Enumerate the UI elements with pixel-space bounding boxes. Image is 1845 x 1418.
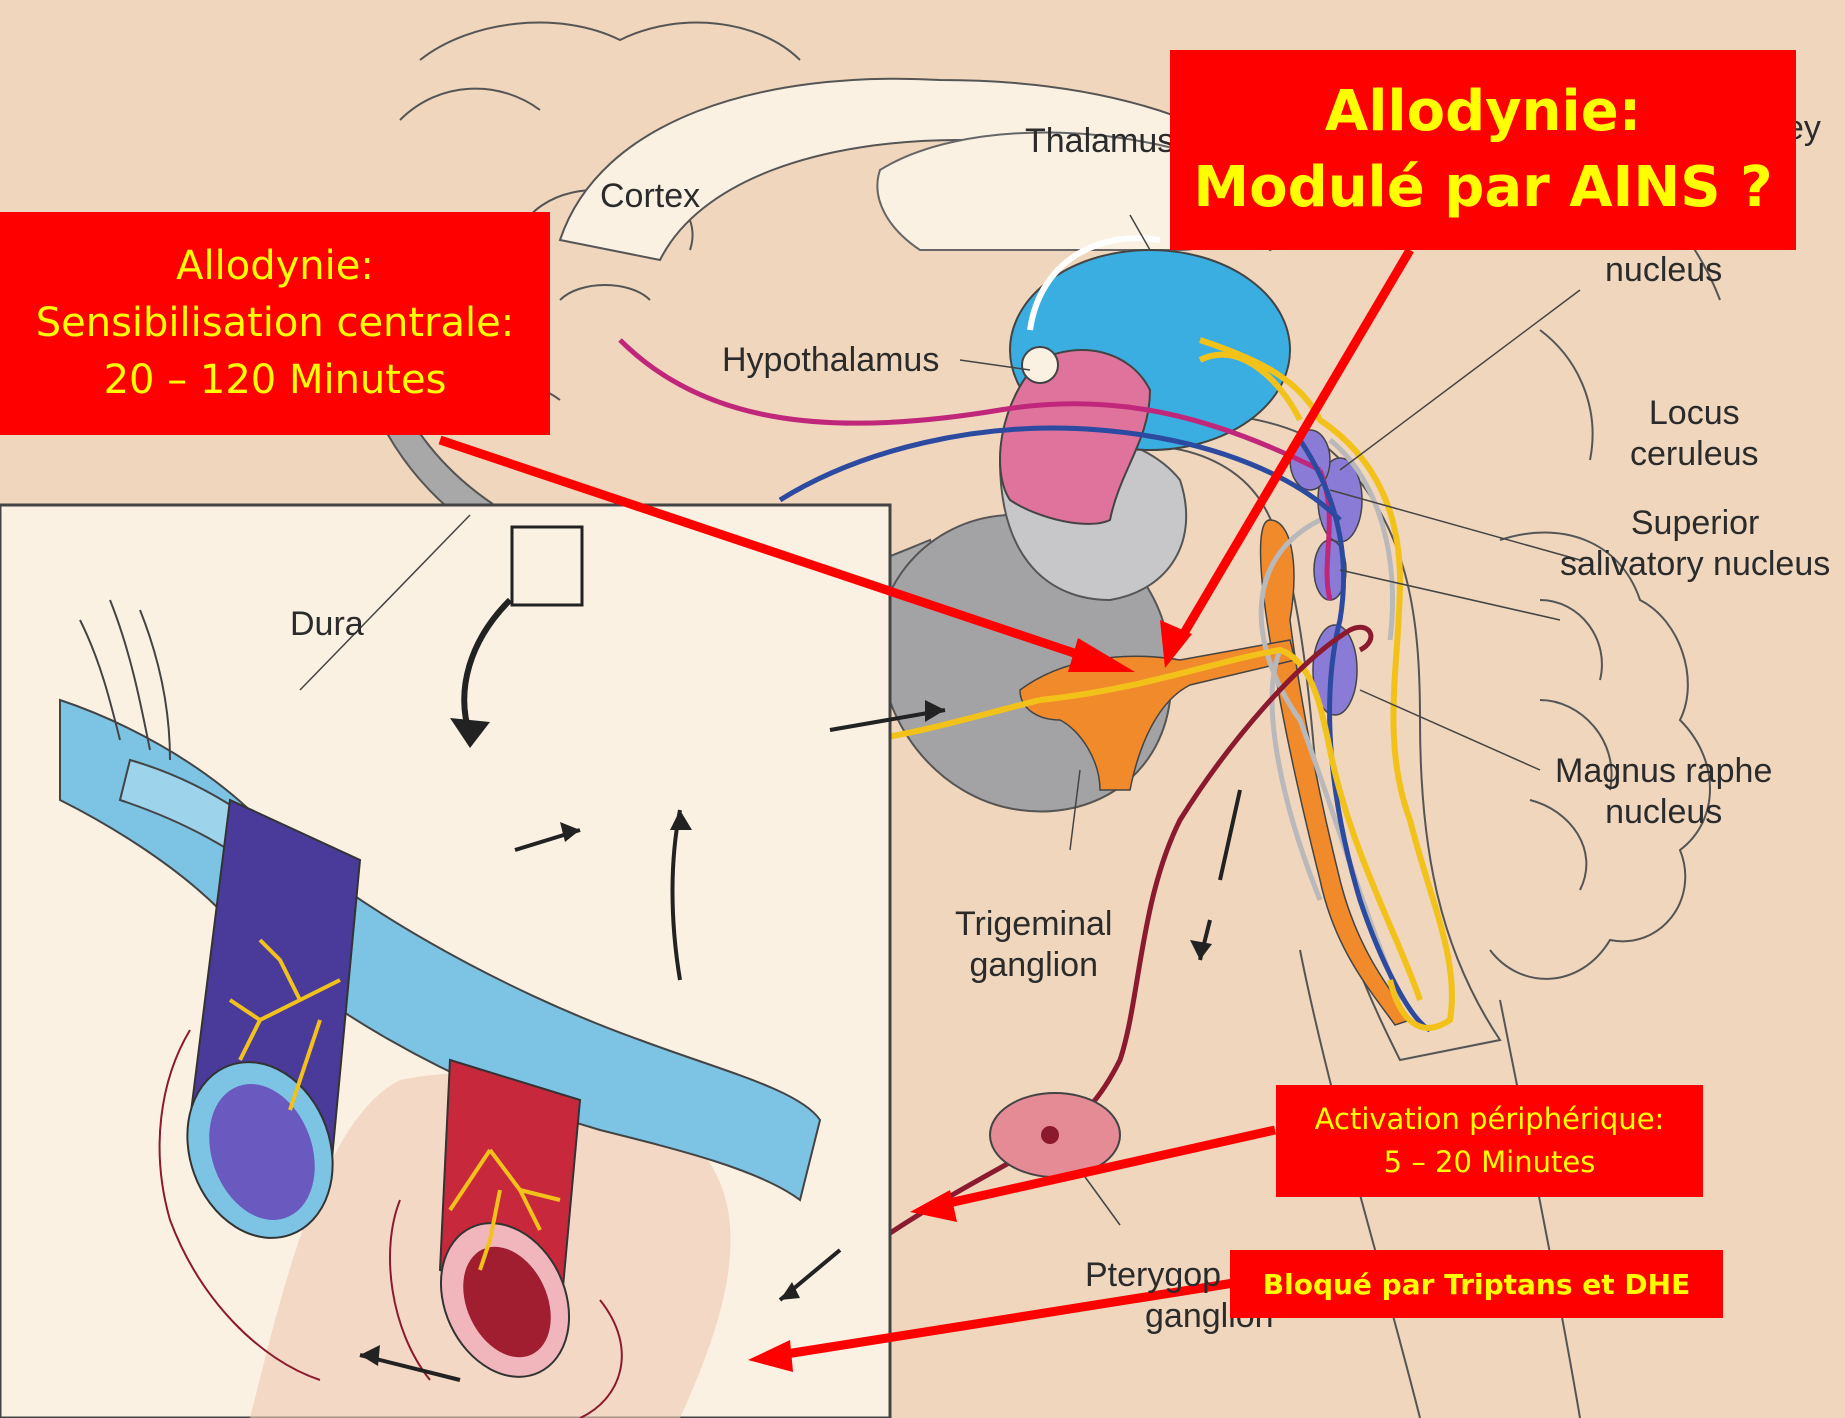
ains-callout-line1: Allodynie: [1325,74,1641,150]
central-callout-line1: Allodynie: [176,238,374,295]
magnus-raphe-line2: nucleus [1605,793,1722,831]
superior-salivatory-label: Superior salivatory nucleus [1560,503,1830,586]
trigeminal-ganglion-line2: ganglion [969,946,1098,984]
nucleus-top-label: nucleus [1605,250,1722,291]
peripheral-activation-callout: Activation périphérique: 5 – 20 Minutes [1276,1085,1703,1197]
central-callout-line3: 20 – 120 Minutes [104,352,447,409]
peripheral-callout-line1: Activation périphérique: [1315,1098,1665,1141]
locus-ceruleus-label: Locus ceruleus [1630,393,1759,476]
triptans-callout-line1: Bloqué par Triptans et DHE [1263,1268,1690,1301]
dura-label: Dura [290,604,364,645]
ains-callout: Allodynie: Modulé par AINS ? [1170,50,1796,250]
magnus-raphe-label: Magnus raphe nucleus [1555,751,1772,834]
superior-salivatory-line2: salivatory nucleus [1560,545,1830,583]
pterygopalatine-line1: Pterygop [1085,1256,1221,1294]
locus-ceruleus-line1: Locus [1649,394,1740,432]
locus-ceruleus-line2: ceruleus [1630,435,1759,473]
central-callout-line2: Sensibilisation centrale: [36,295,515,352]
superior-salivatory-line1: Superior [1631,504,1760,542]
trigeminal-ganglion-label: Trigeminal ganglion [955,904,1112,987]
thalamus-label: Thalamus [1025,121,1174,162]
peripheral-callout-line2: 5 – 20 Minutes [1384,1141,1596,1184]
triptans-callout: Bloqué par Triptans et DHE [1230,1250,1723,1318]
hypothalamus-label: Hypothalamus [722,340,939,381]
central-sensitization-callout: Allodynie: Sensibilisation centrale: 20 … [0,212,550,435]
trigeminal-ganglion-line1: Trigeminal [955,905,1112,943]
magnus-raphe-line1: Magnus raphe [1555,752,1772,790]
cortex-label: Cortex [600,176,700,217]
ains-callout-line2: Modulé par AINS ? [1193,150,1772,226]
